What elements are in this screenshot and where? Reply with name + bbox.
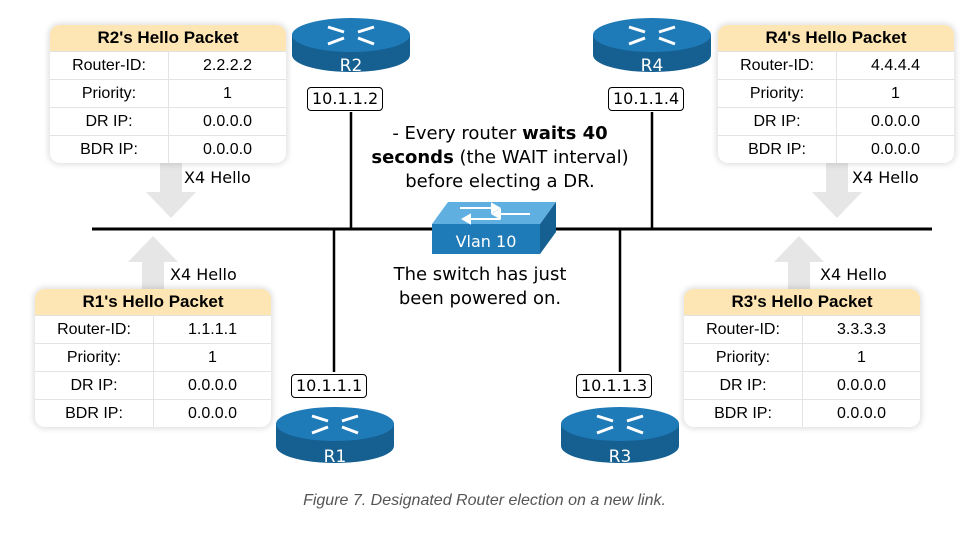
wait-note-bold-2: seconds xyxy=(371,147,454,168)
field-value: 1 xyxy=(223,85,232,102)
switch-note: The switch has just been powered on. xyxy=(360,263,600,311)
field-label: DR IP: xyxy=(50,108,169,135)
field-label: BDR IP: xyxy=(35,400,154,427)
field-value: 3.3.3.3 xyxy=(837,321,886,338)
wait-interval-note: - Every router waits 40 seconds (the WAI… xyxy=(350,122,650,194)
wait-note-line3: before electing a DR. xyxy=(405,171,595,192)
router-r1-icon xyxy=(276,407,394,463)
field-label: BDR IP: xyxy=(50,136,169,163)
packet-title: R3's Hello Packet xyxy=(684,289,920,315)
arrow-down-right xyxy=(812,160,862,218)
field-value: 0.0.0.0 xyxy=(203,113,252,130)
field-value: 0.0.0.0 xyxy=(203,141,252,158)
router-r2-icon xyxy=(292,18,410,72)
figure-caption: Figure 7. Designated Router election on … xyxy=(303,492,666,509)
hello-label-r1: X4 Hello xyxy=(170,265,237,284)
field-value: 0.0.0.0 xyxy=(871,113,920,130)
field-value: 0.0.0.0 xyxy=(871,141,920,158)
packet-title: R1's Hello Packet xyxy=(35,289,271,315)
field-label: Priority: xyxy=(50,80,169,107)
wait-note-prefix: - Every router xyxy=(392,123,523,144)
switch-icon xyxy=(432,202,556,254)
hello-packet-r3: R3's Hello Packet Router-ID: 3.3.3.3 Prio… xyxy=(684,289,920,427)
hello-label-r3: X4 Hello xyxy=(820,265,887,284)
router-r3-icon xyxy=(561,407,679,463)
arrow-up-right xyxy=(774,236,824,291)
router-r4-label: R4 xyxy=(640,56,664,76)
switch-label: Vlan 10 xyxy=(455,232,517,251)
wait-note-mid: (the WAIT interval) xyxy=(453,147,629,168)
switch-note-line2: been powered on. xyxy=(398,288,562,309)
router-r1-label: R1 xyxy=(323,447,347,467)
field-value: 0.0.0.0 xyxy=(837,405,886,422)
field-value: 1.1.1.1 xyxy=(188,321,237,338)
router-r3-label: R3 xyxy=(608,447,632,467)
ip-label-r3: 10.1.1.3 xyxy=(576,374,653,398)
ip-label-r4: 10.1.1.4 xyxy=(608,87,685,111)
field-label: Router-ID: xyxy=(50,52,169,79)
field-label: BDR IP: xyxy=(718,136,837,163)
field-value: 4.4.4.4 xyxy=(871,57,920,74)
ip-label-r2: 10.1.1.2 xyxy=(307,87,384,111)
router-r2-label: R2 xyxy=(339,56,363,76)
field-value: 0.0.0.0 xyxy=(188,405,237,422)
arrow-down-left xyxy=(146,160,196,218)
field-value: 0.0.0.0 xyxy=(837,377,886,394)
switch-note-line1: The switch has just xyxy=(393,264,567,285)
field-value: 2.2.2.2 xyxy=(203,57,252,74)
packet-title: R4's Hello Packet xyxy=(718,25,954,51)
hello-packet-r1: R1's Hello Packet Router-ID: 1.1.1.1 Prio… xyxy=(35,289,271,427)
packet-title: R2's Hello Packet xyxy=(50,25,286,51)
hello-label-r4: X4 Hello xyxy=(852,168,919,187)
field-label: DR IP: xyxy=(684,372,803,399)
ip-label-r1: 10.1.1.1 xyxy=(291,374,368,398)
field-label: DR IP: xyxy=(35,372,154,399)
hello-packet-r2: R2's Hello Packet Router-ID: 2.2.2.2 Prio… xyxy=(50,25,286,163)
router-r4-icon xyxy=(593,18,711,72)
field-label: DR IP: xyxy=(718,108,837,135)
field-value: 1 xyxy=(891,85,900,102)
hello-label-r2: X4 Hello xyxy=(184,168,251,187)
field-label: Router-ID: xyxy=(35,316,154,343)
hello-packet-r4: R4's Hello Packet Router-ID: 4.4.4.4 Prio… xyxy=(718,25,954,163)
arrow-up-left xyxy=(128,236,178,291)
field-label: Router-ID: xyxy=(684,316,803,343)
field-label: Router-ID: xyxy=(718,52,837,79)
field-label: Priority: xyxy=(684,344,803,371)
field-value: 0.0.0.0 xyxy=(188,377,237,394)
field-value: 1 xyxy=(208,349,217,366)
wait-note-bold-1: waits 40 xyxy=(522,123,608,144)
field-value: 1 xyxy=(857,349,866,366)
field-label: Priority: xyxy=(35,344,154,371)
field-label: Priority: xyxy=(718,80,837,107)
field-label: BDR IP: xyxy=(684,400,803,427)
